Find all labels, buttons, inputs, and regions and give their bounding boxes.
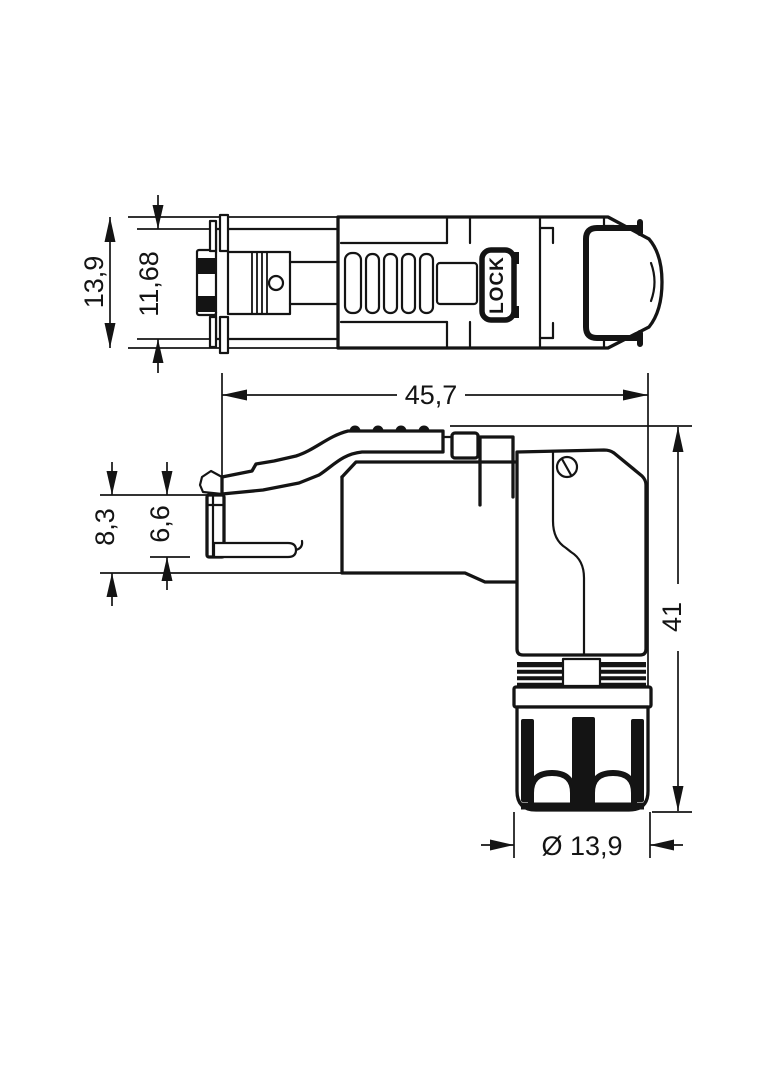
dimension-overall-height: 41 [657,427,687,811]
side-view-latch-lever [198,425,480,496]
plug-tab [218,213,230,253]
dimension-top-outer-height: 13,9 [79,217,116,348]
plug-tab [218,315,230,355]
top-view-plug-assembly [195,213,340,355]
cable-gland-nut [512,685,653,812]
plug-bottom-ledge [212,541,298,559]
top-view-rib-section [339,215,479,350]
latch-hook [198,469,224,496]
dimension-overall-length: 45,7 [222,380,648,410]
lock-ring: LOCK [479,247,519,323]
latch-release-tab [450,431,480,460]
rib [364,252,381,315]
rib [418,252,435,315]
side-view-plug-nose [205,493,304,559]
dimension-front-height: 8,3 [90,462,120,606]
side-view-angle-housing [515,448,648,657]
latch-pivot [267,274,285,292]
side-view-main-body [340,435,519,584]
dim-label-dia-13-9: Ø 13,9 [541,831,622,861]
dim-label-41: 41 [657,602,687,632]
dim-label-11-68: 11,68 [134,251,164,317]
side-view: 45,7 8,3 6,6 41 [90,373,692,861]
dim-label-45-7: 45,7 [405,380,458,410]
dim-label-13-9: 13,9 [79,256,109,309]
cable-channel [561,657,602,688]
gland-arch [528,769,576,807]
gland-rib [631,719,644,802]
gland-collar [512,685,653,709]
slider-plate [435,261,479,306]
plug-tab [208,315,218,349]
top-view-rear-housing [538,215,643,350]
top-view-extension-lines [128,216,340,349]
cable-gland-thread [517,657,646,688]
dim-label-8-3: 8,3 [90,508,120,546]
dimension-top-inner-height: 11,68 [134,195,164,373]
lock-label: LOCK [487,256,508,314]
side-view-extension-lines [100,373,692,858]
dim-label-6-6: 6,6 [145,505,175,543]
dimension-front-inner-height: 6,6 [145,462,175,590]
rib [382,252,399,315]
plug-tab [208,219,218,253]
dimension-gland-diameter: Ø 13,9 [481,831,683,861]
gland-rib [572,717,595,803]
top-view: 13,9 11,68 [79,195,664,373]
gland-rib [521,719,534,802]
gland-arch [589,769,637,807]
rib [343,251,363,315]
rib [400,252,417,315]
